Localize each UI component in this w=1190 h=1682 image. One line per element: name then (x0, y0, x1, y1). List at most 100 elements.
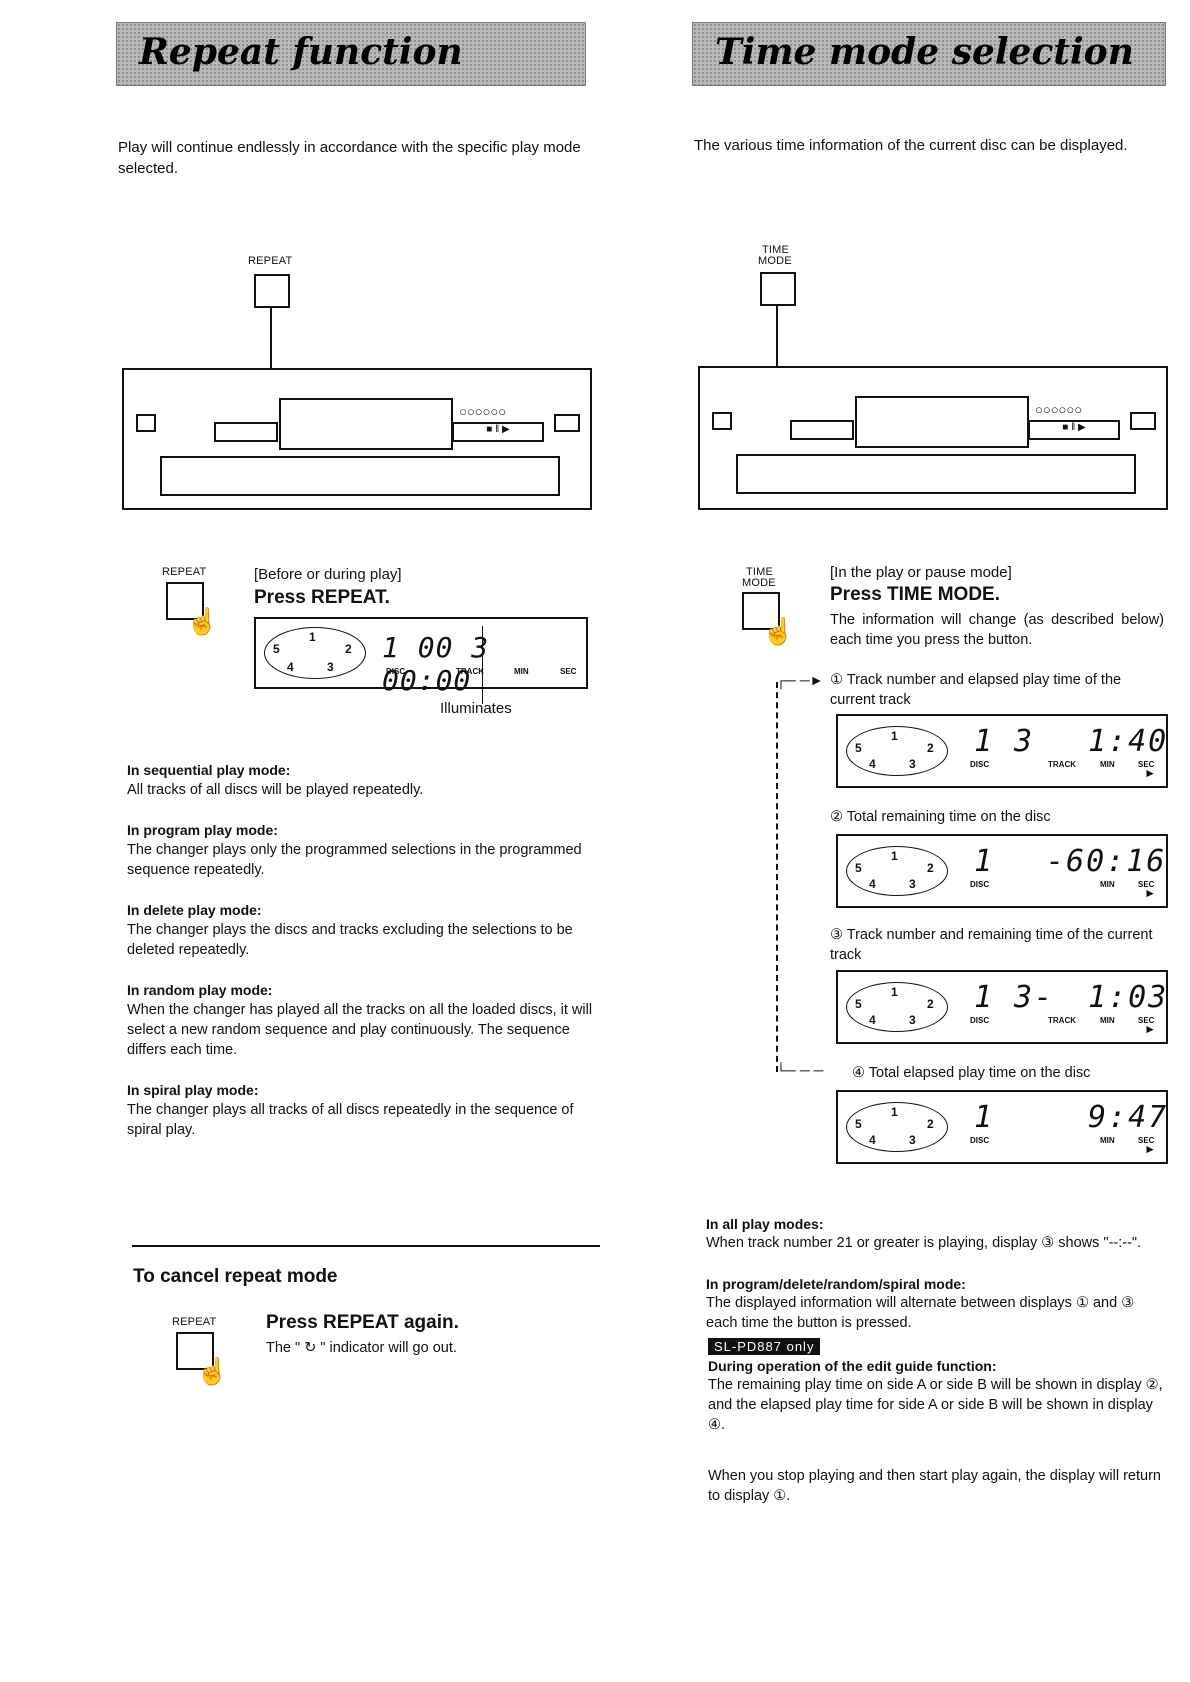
disc-icon-1: 1 (891, 1105, 898, 1119)
transport-buttons: ■ ‖ ▶ (1028, 420, 1120, 440)
time-mode-label-2: MODE (758, 255, 792, 267)
cycle-arrow-bottom: └─ ─ ─ (776, 1062, 824, 1078)
cd-changer-illustration: ○○○○○○ ■ ‖ ▶ (698, 366, 1168, 510)
disc-select-buttons: ○○○○○○ (459, 404, 507, 419)
disc-icon-5: 5 (855, 861, 862, 875)
unit-min: MIN (514, 667, 529, 676)
disc-icon-4: 4 (869, 757, 876, 771)
repeat-intro: Play will continue endlessly in accordan… (118, 139, 581, 177)
unit-disc: DISC (970, 1136, 990, 1145)
display-caption-3: ③ Track number and remaining time of the… (830, 927, 1153, 963)
illuminates-label: Illuminates (440, 700, 512, 717)
mode-sequential: In sequential play mode: All tracks of a… (127, 762, 597, 800)
disc-icon-5: 5 (273, 642, 280, 656)
lcd-disc-number: 1 (974, 724, 995, 759)
repeat-button-label: REPEAT (248, 255, 293, 267)
unit-sec: SEC (1138, 1016, 1155, 1025)
disc-icons: 5 1 2 4 3 (846, 846, 948, 896)
mode-random: In random play mode: When the changer ha… (127, 982, 597, 1060)
play-indicator-icon: ► (1144, 1022, 1156, 1036)
unit-sec: SEC (1138, 880, 1155, 889)
unit-min: MIN (1100, 760, 1115, 769)
unit-min: MIN (1100, 1016, 1115, 1025)
cancel-repeat-button[interactable] (176, 1332, 214, 1370)
note-stop: When you stop playing and then start pla… (708, 1468, 1161, 1504)
unit-track: TRACK (456, 667, 484, 676)
cancel-repeat-label: REPEAT (172, 1316, 217, 1328)
mode-program: In program play mode: The changer plays … (127, 822, 597, 880)
disc-icon-5: 5 (855, 741, 862, 755)
disc-icon-2: 2 (927, 741, 934, 755)
disc-icons: 5 1 2 4 3 (846, 1102, 948, 1152)
time-mode-button-step[interactable] (742, 592, 780, 630)
cancel-title: To cancel repeat mode (133, 1266, 338, 1287)
time-lcd-display-2: 5 1 2 4 3 1 -60:16 DISC MIN SEC ► (836, 834, 1168, 908)
step-text: The information will change (as describe… (830, 612, 1164, 648)
unit-sec: SEC (1138, 760, 1155, 769)
finger-press-icon: ☝ (196, 1356, 229, 1386)
time-mode-label-1: TIME (762, 244, 790, 256)
display-caption-4: ④ Total elapsed play time on the disc (852, 1065, 1091, 1081)
mode-text: The changer plays all tracks of all disc… (127, 1102, 574, 1138)
step-action: Press TIME MODE. (830, 584, 1000, 605)
mode-text: When the changer has played all the trac… (127, 1002, 593, 1058)
note-heading: During operation of the edit guide funct… (708, 1358, 997, 1374)
unit-min: MIN (1100, 880, 1115, 889)
lcd-time: 9:47 (1088, 1100, 1169, 1135)
disc-icon-1: 1 (891, 849, 898, 863)
illuminates-pointer (482, 626, 483, 704)
time-mode-intro: The various time information of the curr… (694, 137, 1128, 154)
disc-icon-2: 2 (927, 861, 934, 875)
callout-line (270, 306, 272, 426)
time-lcd-display-1: 5 1 2 4 3 1 3 1:40 DISC TRACK MIN SEC ► (836, 714, 1168, 788)
disc-icon-3: 3 (909, 877, 916, 891)
disc-icon-1: 1 (891, 729, 898, 743)
mode-heading: In spiral play mode: (127, 1082, 259, 1098)
cd-changer-illustration: ○○○○○○ ■ ‖ ▶ (122, 368, 592, 510)
mode-text: The changer plays the discs and tracks e… (127, 922, 573, 958)
disc-icon-4: 4 (287, 660, 294, 674)
disc-tray (160, 456, 560, 496)
mode-heading: In sequential play mode: (127, 762, 291, 778)
cancel-text: The " ↻ " indicator will go out. (266, 1340, 457, 1356)
disc-select-buttons: ○○○○○○ (1035, 402, 1083, 417)
unit-track: TRACK (1048, 1016, 1076, 1025)
repeat-button-step[interactable] (166, 582, 204, 620)
disc-icon-4: 4 (869, 877, 876, 891)
unit-disc: DISC (386, 667, 406, 676)
unit-disc: DISC (970, 760, 990, 769)
mode-delete: In delete play mode: The changer plays t… (127, 902, 597, 960)
disc-icon-4: 4 (869, 1013, 876, 1027)
lcd-disc-number: 1 (974, 1100, 995, 1135)
step-time-label-2: MODE (742, 577, 776, 589)
disc-icons: 5 1 2 4 3 (846, 726, 948, 776)
lcd-digits: 1 00 3 00:00 (382, 631, 490, 697)
unit-track: TRACK (1048, 760, 1076, 769)
open-close-button (1130, 412, 1156, 430)
mode-text: All tracks of all discs will be played r… (127, 782, 424, 798)
repeat-button[interactable] (254, 274, 290, 308)
disc-icon-3: 3 (909, 1133, 916, 1147)
unit-sec: SEC (560, 667, 577, 676)
time-mode-button[interactable] (760, 272, 796, 306)
display-window (279, 398, 453, 450)
unit-min: MIN (1100, 1136, 1115, 1145)
play-indicator-icon: ► (1144, 1142, 1156, 1156)
mode-heading: In delete play mode: (127, 902, 262, 918)
disc-icon-2: 2 (927, 1117, 934, 1131)
section-title: Time mode selection (715, 31, 1134, 73)
cycle-arrow-line (776, 682, 778, 1072)
play-indicator-icon: ► (1144, 886, 1156, 900)
finger-press-icon: ☝ (762, 616, 795, 646)
disc-icon-5: 5 (855, 1117, 862, 1131)
time-lcd-display-4: 5 1 2 4 3 1 9:47 DISC MIN SEC ► (836, 1090, 1168, 1164)
disc-icon-2: 2 (345, 642, 352, 656)
disc-icon-3: 3 (327, 660, 334, 674)
step-condition: [Before or during play] (254, 566, 402, 583)
note-heading: In program/delete/random/spiral mode: (706, 1276, 966, 1292)
section-title: Repeat function (139, 31, 463, 73)
note-heading: In all play modes: (706, 1216, 824, 1232)
repeat-lcd-display: 5 1 2 4 3 1 00 3 00:00 DISC TRACK MIN SE… (254, 617, 588, 697)
disc-icon-3: 3 (909, 757, 916, 771)
step-repeat-label: REPEAT (162, 566, 207, 578)
